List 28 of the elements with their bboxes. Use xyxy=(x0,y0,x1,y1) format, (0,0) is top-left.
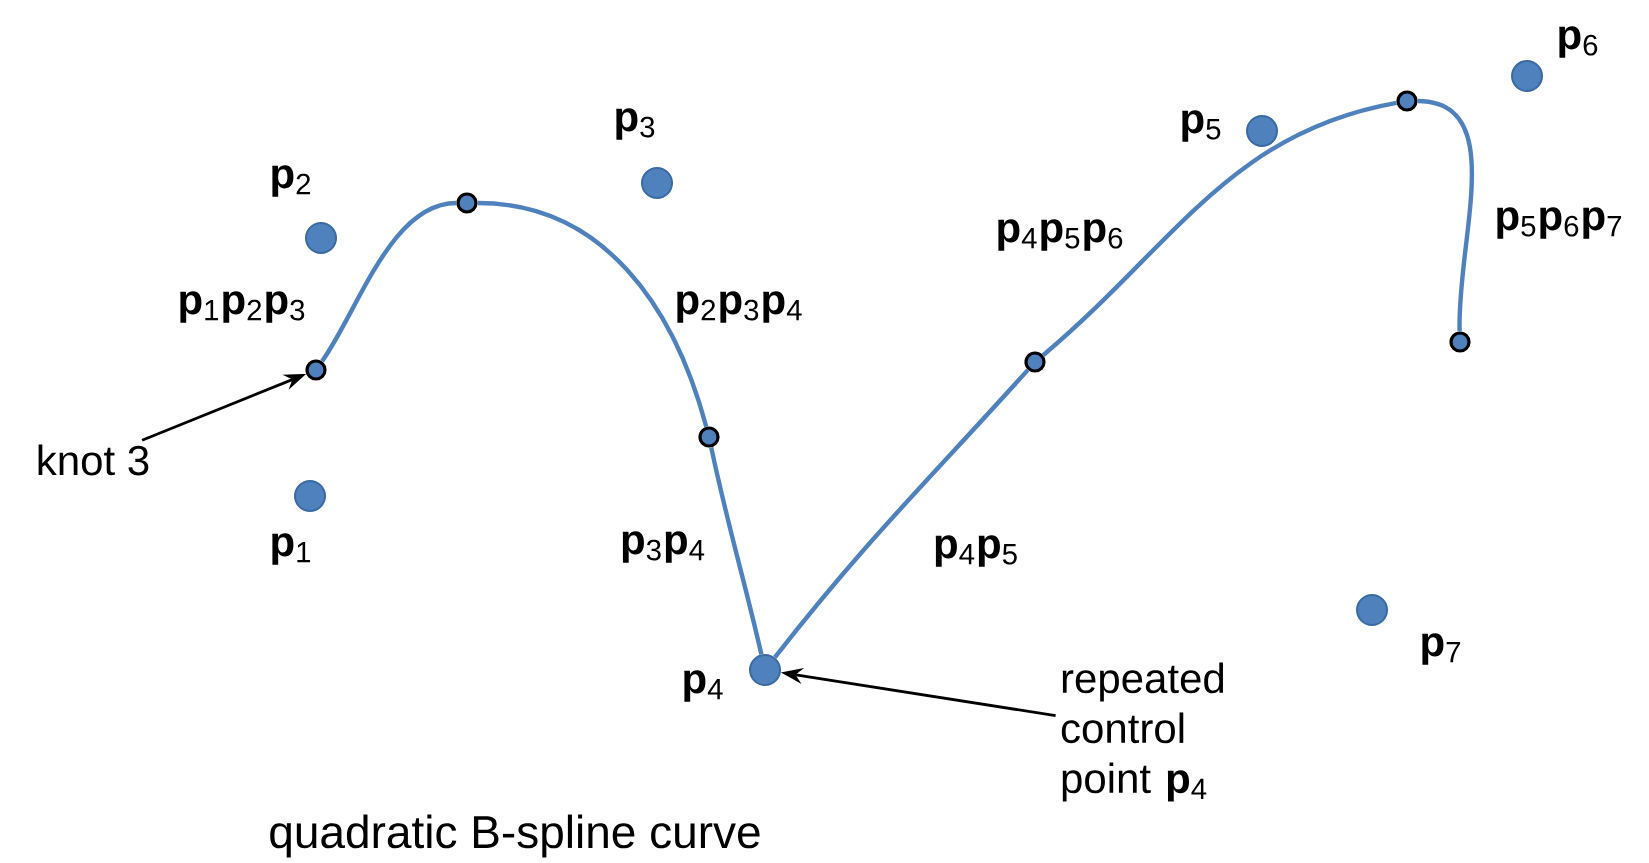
edge-label: p$_{5}$p$_{6}$p$_{7}$ xyxy=(1497,207,1622,239)
knot-point xyxy=(1396,90,1418,112)
edge-label: p$_{4}$p$_{5}$p$_{6}$ xyxy=(998,219,1123,251)
curve-segment xyxy=(773,368,1030,659)
curve-segment xyxy=(320,200,457,363)
label-text: repeated control point p$_{4}$ xyxy=(1061,662,1224,802)
edge-label: p$_{3}$p$_{4}$ xyxy=(622,531,705,563)
knot-point xyxy=(1024,351,1046,373)
knot-point xyxy=(305,359,327,381)
curve-segment xyxy=(709,446,764,655)
point-label: p$_{7}$ xyxy=(1422,633,1461,665)
label-text: knot 3 xyxy=(38,444,149,476)
edge-label: p$_{4}$p$_{5}$ xyxy=(935,535,1017,567)
curve-segment xyxy=(1041,100,1398,357)
curve-segment xyxy=(477,200,709,428)
point-label: p$_{5}$ xyxy=(1182,110,1221,142)
point-label: p$_{1}$ xyxy=(272,533,311,565)
curve-segment xyxy=(1417,98,1474,332)
edge-label: p$_{2}$p$_{3}$p$_{4}$ xyxy=(677,291,802,323)
point-label: p$_{3}$ xyxy=(616,108,655,140)
caption: quadratic B-spline curve xyxy=(270,814,760,858)
knot-point xyxy=(456,192,478,214)
knot-point xyxy=(1449,331,1471,353)
point-label: p$_{6}$ xyxy=(1559,26,1598,58)
edge-label: p$_{1}$p$_{2}$p$_{3}$ xyxy=(180,291,305,323)
point-label: p$_{4}$ xyxy=(684,670,723,702)
point-label: p$_{2}$ xyxy=(272,165,311,197)
knot-point xyxy=(698,426,720,448)
